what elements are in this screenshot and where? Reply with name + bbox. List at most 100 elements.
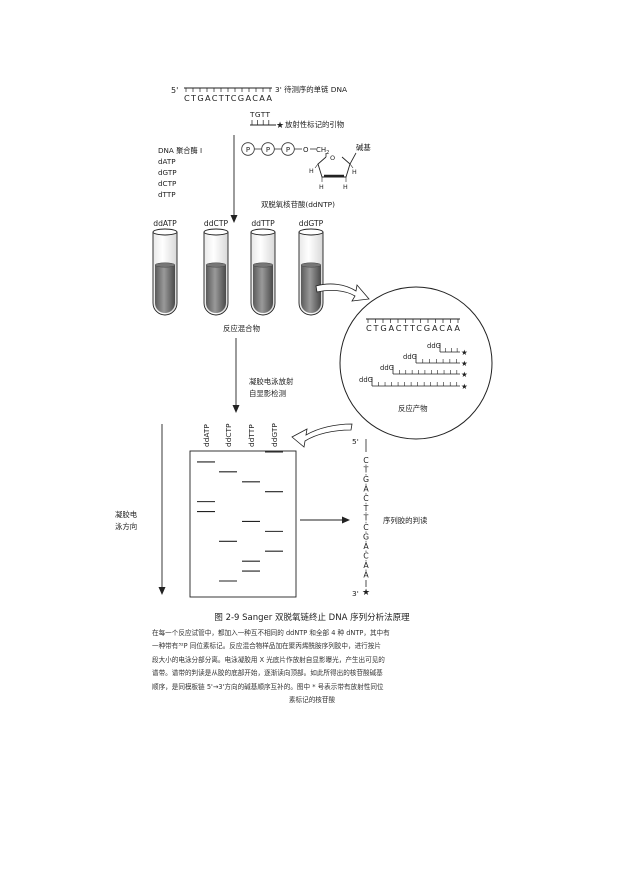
dntp-label: dTTP: [158, 190, 176, 199]
caption-line: 段大小的电泳分部分离。电泳凝胶用 X 光底片作放射自显影曝光，产生出可见的: [152, 655, 385, 664]
figure-caption: 图 2-9 Sanger 双脱氧链终止 DNA 序列分析法原理 在每一个反应试管…: [152, 611, 472, 707]
readout-base: C: [363, 494, 369, 503]
template-sequence: CTGACTTCGACAA: [184, 93, 272, 103]
down-arrow-1: [230, 135, 238, 223]
electrophoresis-label: 凝胶电泳放射: [249, 377, 294, 386]
fragment-label: ddG: [403, 353, 417, 361]
gel: ddATP ddCTP ddTTP ddGTP: [189, 423, 297, 598]
tube-rim: [250, 228, 276, 236]
figure-title: 图 2-9 Sanger 双脱氧链终止 DNA 序列分析法原理: [214, 613, 410, 623]
test-tube: [152, 228, 178, 316]
readout-star-icon: ★: [362, 588, 370, 598]
tube-meniscus: [154, 262, 176, 268]
template-ticks: [185, 88, 271, 92]
gel-lane-label: ddGTP: [270, 423, 279, 447]
test-tube: [203, 228, 229, 316]
ring-oxygen-label: O: [330, 154, 335, 162]
read-arrow: [300, 516, 350, 524]
readout-base: G: [363, 532, 369, 541]
readout-base: A: [363, 571, 369, 580]
gel-lane-label: ddATP: [202, 424, 211, 447]
gel-lane-labels: ddATP ddCTP ddTTP ddGTP: [202, 423, 279, 447]
tube-liquid: [206, 265, 226, 313]
fragment-star-icon: ★: [461, 359, 468, 368]
tube-meniscus: [252, 262, 274, 268]
test-tubes: ddATP ddCTP ddTTP ddGTP: [152, 219, 324, 316]
readout-3-prime: 3': [352, 589, 359, 598]
base-label: 碱基: [356, 143, 371, 152]
gel-direction-label: 泳方向: [115, 522, 137, 531]
products-caption: 反应产物: [398, 404, 428, 413]
readout-base: T: [363, 466, 369, 475]
fragment-star-icon: ★: [461, 348, 468, 357]
tube-liquid: [155, 265, 175, 313]
dntp-label: dGTP: [158, 168, 177, 177]
fragment: ddG★: [380, 364, 468, 379]
primer-star-icon: ★: [276, 121, 284, 131]
fragment: ddG ★: [427, 342, 468, 357]
fragments: ddG★ddG★ddG★ddG★: [359, 342, 468, 391]
dntp-label: dCTP: [158, 179, 177, 188]
fragment: ddG ★: [403, 353, 468, 368]
readout-base: T: [363, 504, 369, 513]
gel-direction-arrow: [158, 424, 166, 595]
fragment: ddG ★: [359, 376, 468, 391]
fragment-label: ddG: [359, 376, 373, 384]
tube-meniscus: [300, 262, 322, 268]
reagents: DNA 聚合酶 I dATP dGTP dCTP dTTP: [158, 146, 202, 199]
caption-line: 在每一个反应试管中，都加入一种互不相同的 ddNTP 和全部 4 种 dNTP，…: [152, 629, 390, 637]
down-arrow-2: [232, 338, 240, 413]
gel-bands: [197, 451, 283, 582]
readout-base: G: [363, 475, 369, 484]
phosphate-label: P: [246, 146, 250, 154]
readout-bases: CTGACTTCGACAA: [363, 456, 370, 580]
tube-label: ddTTP: [251, 219, 275, 228]
hydrogen-label: H: [352, 169, 357, 176]
primer-sequence: TGTT: [249, 110, 270, 119]
test-tube: [298, 228, 324, 316]
mixture-caption: 反应混合物: [223, 324, 261, 333]
ddntp-structure: P P P O CH2 O 碱基 H H H H 双脱氧核苷酸(ddNTP): [241, 142, 371, 209]
polymerase-label: DNA 聚合酶 I: [158, 146, 202, 155]
fragment-star-icon: ★: [461, 382, 468, 391]
caption-line: 顺序，是同模板链 5'→3'方向的碱基顺序互补的。图中 * 号表示带有放射性同位: [152, 682, 384, 691]
zoom-arrow-in: [291, 423, 353, 448]
gel-direction-label: 凝胶电: [115, 510, 138, 519]
fragment-star-icon: ★: [461, 370, 468, 379]
tube-rim: [203, 228, 229, 236]
primer-ticks: [251, 120, 270, 125]
caption-line: 素标记的核苷酸: [288, 696, 336, 705]
tube-label: ddGTP: [299, 219, 324, 228]
phosphate-label: P: [286, 146, 290, 154]
readout: 5' CTGACTTCGACAA ★ 3': [352, 437, 370, 598]
primer: TGTT ★ 放射性标记的引物: [249, 110, 345, 131]
sanger-diagram: 5' CTGACTTCGACAA 3' 待测序的单链 DNA TGTT ★ 放射…: [115, 85, 493, 598]
readout-base: A: [363, 485, 369, 494]
readout-base: A: [363, 561, 369, 570]
tube-label: ddCTP: [204, 219, 229, 228]
zoom-sequence: CTGACTTCGACAA: [366, 323, 460, 333]
gel-lane-label: ddCTP: [224, 423, 233, 447]
readout-5-prime: 5': [352, 437, 359, 446]
electrophoresis-label: 自显影检测: [249, 389, 286, 398]
gel-lane-label: ddTTP: [247, 424, 256, 447]
fragment-label: ddG: [427, 342, 441, 350]
zoom-ticks: [367, 319, 459, 323]
ch2-label: CH2: [316, 146, 329, 156]
tube-liquid: [253, 265, 273, 313]
read-label: 序列胶的判读: [383, 516, 428, 525]
hydrogen-label: H: [309, 168, 314, 175]
ddntp-caption: 双脱氧核苷酸(ddNTP): [261, 200, 335, 209]
readout-base: C: [363, 523, 369, 532]
oxygen-label: O: [303, 146, 309, 154]
tube-label: ddATP: [153, 219, 177, 228]
tube-meniscus: [205, 262, 227, 268]
readout-base: C: [363, 456, 369, 465]
primer-label: 放射性标记的引物: [285, 120, 345, 129]
dntp-label: dATP: [158, 157, 176, 166]
tube-rim: [152, 228, 178, 236]
template-strand: 5' CTGACTTCGACAA 3' 待测序的单链 DNA: [171, 85, 347, 103]
readout-base: C: [363, 552, 369, 561]
caption-line: 谱带。谱带的判读是从胶的底部开始，逐渐读向顶部。如此所得出的核苷酸碱基: [152, 669, 383, 678]
